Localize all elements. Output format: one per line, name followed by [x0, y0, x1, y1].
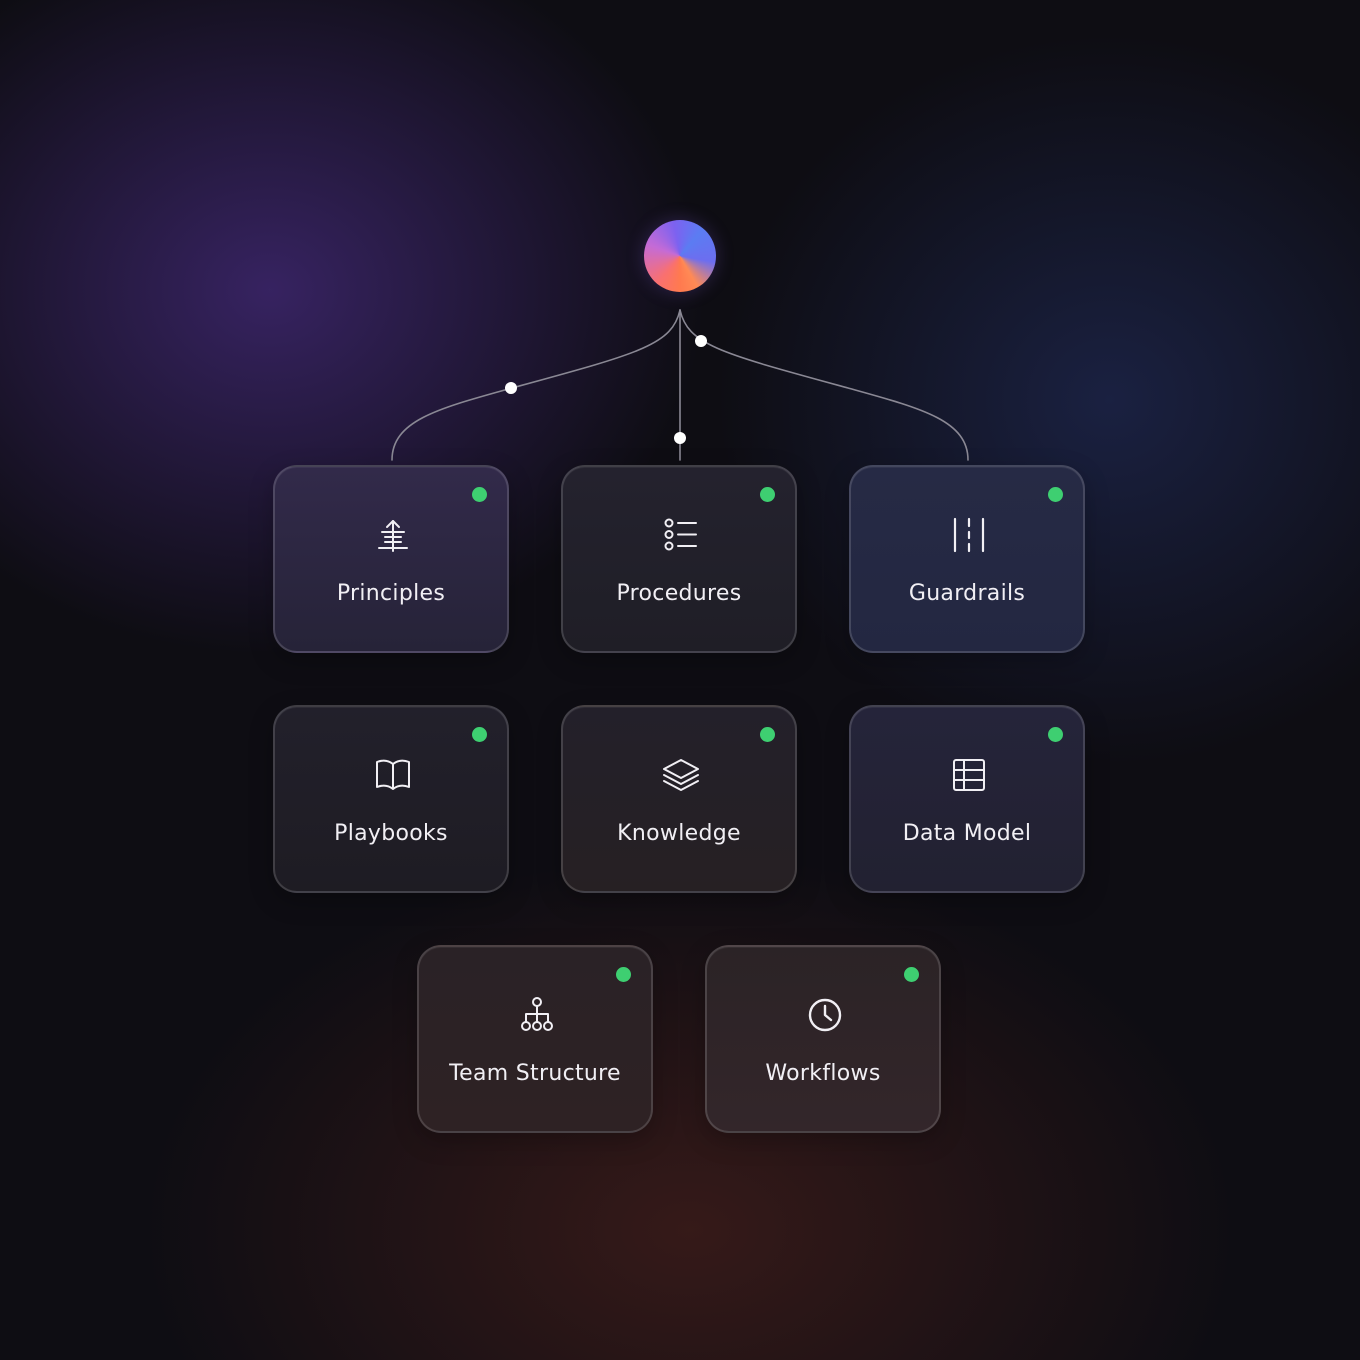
- table-icon: [949, 755, 989, 795]
- card-label: Guardrails: [908, 581, 1026, 606]
- clock-icon: [805, 995, 845, 1035]
- card-label: Workflows: [765, 1061, 881, 1086]
- status-dot: [616, 967, 631, 982]
- status-dot: [472, 727, 487, 742]
- connector-guardrails: [679, 309, 969, 461]
- card-label: Procedures: [616, 581, 742, 606]
- card-workflows[interactable]: Workflows: [705, 945, 941, 1133]
- connector-node-guardrails: [695, 335, 707, 347]
- card-label: Principles: [336, 581, 446, 606]
- status-dot: [760, 727, 775, 742]
- card-knowledge[interactable]: Knowledge: [561, 705, 797, 893]
- card-label: Knowledge: [617, 821, 741, 846]
- status-dot: [1048, 727, 1063, 742]
- status-dot: [760, 487, 775, 502]
- card-label: Team Structure: [449, 1061, 621, 1086]
- principles-icon: [373, 515, 413, 555]
- status-dot: [472, 487, 487, 502]
- book-icon: [373, 755, 413, 795]
- card-label: Playbooks: [334, 821, 448, 846]
- card-procedures[interactable]: Procedures: [561, 465, 797, 653]
- card-playbooks[interactable]: Playbooks: [273, 705, 509, 893]
- org-chart-icon: [517, 995, 557, 1035]
- guardrails-icon: [949, 515, 989, 555]
- card-data-model[interactable]: Data Model: [849, 705, 1085, 893]
- status-dot: [1048, 487, 1063, 502]
- hub-orb: [644, 220, 716, 292]
- card-label: Data Model: [902, 821, 1032, 846]
- connector-principles: [391, 309, 681, 461]
- card-team-structure[interactable]: Team Structure: [417, 945, 653, 1133]
- layers-icon: [661, 755, 701, 795]
- card-principles[interactable]: Principles: [273, 465, 509, 653]
- card-guardrails[interactable]: Guardrails: [849, 465, 1085, 653]
- list-icon: [661, 515, 701, 555]
- status-dot: [904, 967, 919, 982]
- connector-node-principles: [505, 382, 517, 394]
- connector-node-procedures: [674, 432, 686, 444]
